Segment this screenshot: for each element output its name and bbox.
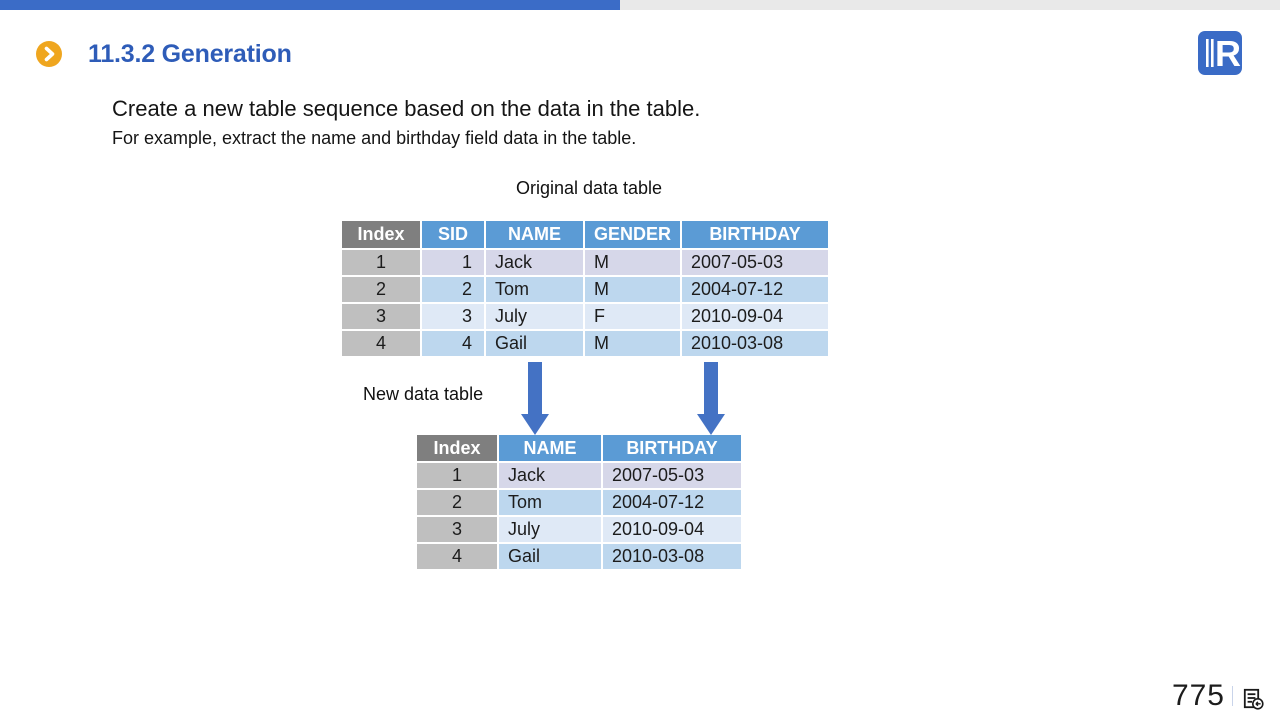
return-to-contents-icon[interactable] [1241, 687, 1265, 711]
page-number: 775 [1171, 679, 1225, 712]
original-table-label: Original data table [515, 178, 663, 198]
cell-birthday: 2007-05-03 [682, 250, 828, 275]
cell-birthday: 2010-03-08 [682, 331, 828, 356]
cell-name: Jack [486, 250, 583, 275]
cell-name: Gail [499, 544, 601, 569]
cell-sid: 2 [422, 277, 484, 302]
cell-index: 4 [417, 544, 497, 569]
column-header-birthday: BIRTHDAY [682, 221, 828, 248]
cell-index: 3 [417, 517, 497, 542]
cell-birthday: 2004-07-12 [682, 277, 828, 302]
column-header-index: Index [417, 435, 497, 461]
cell-sid: 1 [422, 250, 484, 275]
column-header-index: Index [342, 221, 420, 248]
column-header-birthday: BIRTHDAY [603, 435, 741, 461]
cell-birthday: 2010-03-08 [603, 544, 741, 569]
cell-birthday: 2007-05-03 [603, 463, 741, 488]
extract-arrow-name-icon [521, 362, 549, 435]
cell-index: 2 [342, 277, 420, 302]
chevron-right-icon [36, 41, 62, 67]
column-header-name: NAME [499, 435, 601, 461]
section-title: 11.3.2 Generation [88, 40, 292, 68]
table-row: 4 Gail 2010-03-08 [417, 544, 741, 569]
table-row: 2 2 Tom M 2004-07-12 [342, 277, 828, 302]
body-text-secondary: For example, extract the name and birthd… [112, 128, 637, 148]
cell-birthday: 2010-09-04 [603, 517, 741, 542]
cell-name: Gail [486, 331, 583, 356]
footer-divider [1232, 686, 1233, 706]
company-logo-icon: R [1197, 30, 1243, 76]
table-row: 3 July 2010-09-04 [417, 517, 741, 542]
column-header-gender: GENDER [585, 221, 680, 248]
cell-gender: F [585, 304, 680, 329]
cell-index: 2 [417, 490, 497, 515]
cell-birthday: 2004-07-12 [603, 490, 741, 515]
cell-index: 4 [342, 331, 420, 356]
cell-sid: 4 [422, 331, 484, 356]
body-text-primary: Create a new table sequence based on the… [112, 96, 701, 121]
new-table-label: New data table [363, 384, 484, 404]
cell-name: Tom [486, 277, 583, 302]
new-table-header-row: Index NAME BIRTHDAY [417, 435, 741, 461]
cell-index: 3 [342, 304, 420, 329]
cell-index: 1 [417, 463, 497, 488]
svg-text:R: R [1215, 33, 1241, 74]
original-table-header-row: Index SID NAME GENDER BIRTHDAY [342, 221, 828, 248]
original-data-table: Index SID NAME GENDER BIRTHDAY 1 1 Jack … [340, 219, 830, 358]
cell-name: July [486, 304, 583, 329]
column-header-name: NAME [486, 221, 583, 248]
cell-birthday: 2010-09-04 [682, 304, 828, 329]
top-accent-bar-blue [0, 0, 620, 10]
table-row: 4 4 Gail M 2010-03-08 [342, 331, 828, 356]
table-row: 2 Tom 2004-07-12 [417, 490, 741, 515]
cell-gender: M [585, 331, 680, 356]
cell-index: 1 [342, 250, 420, 275]
cell-name: Jack [499, 463, 601, 488]
cell-sid: 3 [422, 304, 484, 329]
table-row: 1 Jack 2007-05-03 [417, 463, 741, 488]
new-data-table: Index NAME BIRTHDAY 1 Jack 2007-05-03 2 … [415, 433, 743, 571]
top-accent-bar-gray [620, 0, 1280, 10]
cell-name: July [499, 517, 601, 542]
cell-name: Tom [499, 490, 601, 515]
table-row: 1 1 Jack M 2007-05-03 [342, 250, 828, 275]
cell-gender: M [585, 277, 680, 302]
cell-gender: M [585, 250, 680, 275]
table-row: 3 3 July F 2010-09-04 [342, 304, 828, 329]
column-header-sid: SID [422, 221, 484, 248]
extract-arrow-birthday-icon [697, 362, 725, 435]
